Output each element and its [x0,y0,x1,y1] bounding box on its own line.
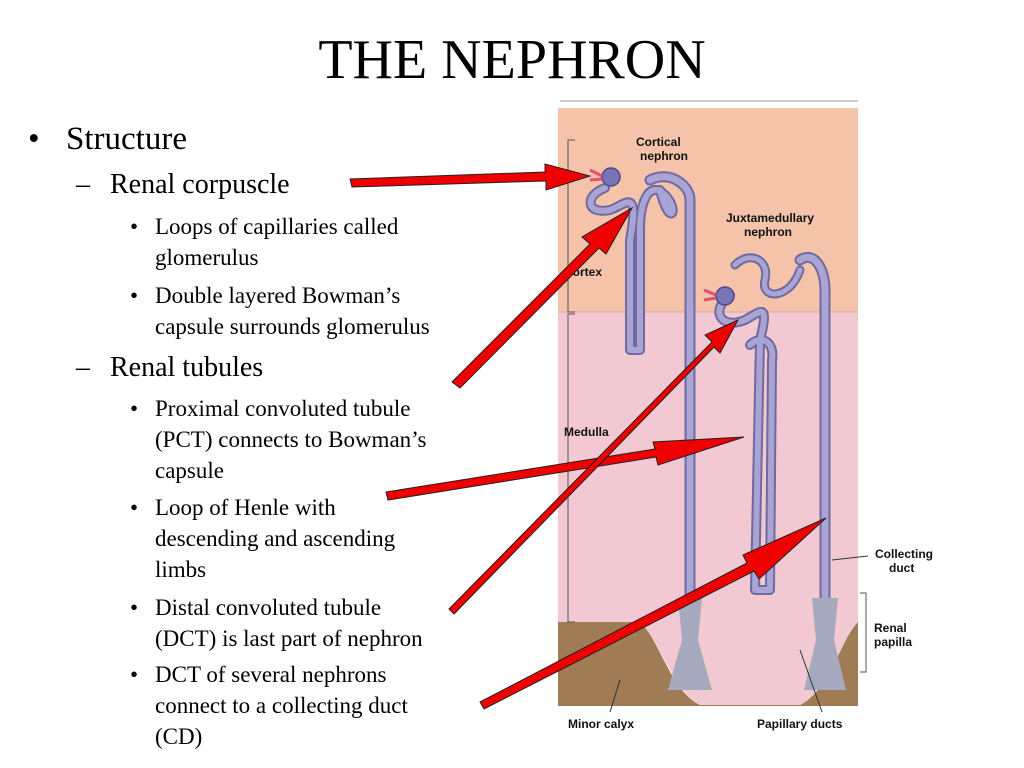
bullet-line: descending and ascending [155,526,396,551]
minor-calyx-leader [609,679,621,713]
bullet-renal-tubules: Renal tubules [110,352,264,383]
kidney-regions [558,108,858,706]
papillary-ducts-leader [799,649,823,713]
bullet-marker: • [130,595,139,620]
bullet-line: connect to a collecting duct [155,693,408,718]
bullet-line: (DCT) is last part of nephron [155,626,423,651]
bullet-marker: • [130,662,139,687]
bullet-text: Structure [66,121,187,157]
glomeruli [589,167,735,306]
nephron-tubules [585,171,831,606]
arrow-pct [451,206,634,389]
arrow-renal-corpuscle [349,163,592,191]
arrow-collecting-duct [479,517,827,710]
label-minor-calyx: Minor calyx [568,717,634,731]
cortical-nephron-tubule-fill [587,185,676,353]
bullet-marker: • [130,495,139,520]
bullet-marker: • [28,121,40,157]
collecting-duct-leader [831,555,869,561]
label-collecting-duct-1: Collecting [875,547,933,561]
label-renal-papilla-1: Renal [874,621,907,635]
dash-marker: – [76,169,90,200]
minor-calyx-region [558,622,858,706]
bullet-line: Loop of Henle with [155,495,336,520]
label-cortical-nephron-2: nephron [640,149,688,163]
bullet-line: Double layered Bowman’s [155,283,401,308]
cortical-connecting-duct-fill [646,173,694,604]
leader-lines [609,555,869,713]
papillary-ducts [668,598,846,690]
annotation-arrows [349,163,827,710]
dash-marker: – [76,352,90,383]
bullet-marker: • [130,283,139,308]
label-papillary-ducts: Papillary ducts [757,717,843,731]
papilla-bracket [860,592,867,673]
medulla-region [558,312,858,622]
bullet-renal-corpuscle: Renal corpuscle [110,169,290,200]
papillary-duct-left [668,598,712,690]
bullet-line: DCT of several nephrons [155,662,387,687]
bullet-line: capsule surrounds glomerulus [155,314,430,339]
label-cortical-nephron-1: Cortical [636,135,681,149]
label-collecting-duct-2: duct [889,561,914,575]
juxtamedullary-glomerulus [715,286,735,306]
afferent-arteriole [589,168,603,182]
arrow-loop-of-henle [385,436,745,501]
bullet-line: glomerulus [155,245,259,270]
collecting-duct-fill [796,254,829,604]
juxtamedullary-dct-fill [732,255,803,297]
slide-title: THE NEPHRON [318,29,706,91]
bullet-marker: • [130,214,139,239]
afferent-arteriole-juxta [703,288,717,302]
label-medulla: Medulla [564,425,609,439]
bullet-marker: • [130,396,139,421]
juxtamedullary-loop-fill [716,292,776,593]
bullet-line: limbs [155,557,207,582]
label-juxtamedullary-2: nephron [744,225,792,239]
bullet-line: Distal convoluted tubule [155,595,382,620]
bullet-line: Loops of capillaries called [155,214,399,239]
arrow-dct [448,318,740,615]
bullet-line: Proximal convoluted tubule [155,396,411,421]
bullet-line: capsule [155,458,224,483]
label-juxtamedullary-1: Juxtamedullary [726,211,814,225]
cortex-bracket [567,139,575,313]
papillary-duct-right [804,598,846,690]
label-renal-papilla-2: papilla [874,635,912,649]
bullet-line: (PCT) connects to Bowman’s [155,427,427,452]
bullet-line: (CD) [155,724,203,749]
cortical-glomerulus [601,167,621,187]
